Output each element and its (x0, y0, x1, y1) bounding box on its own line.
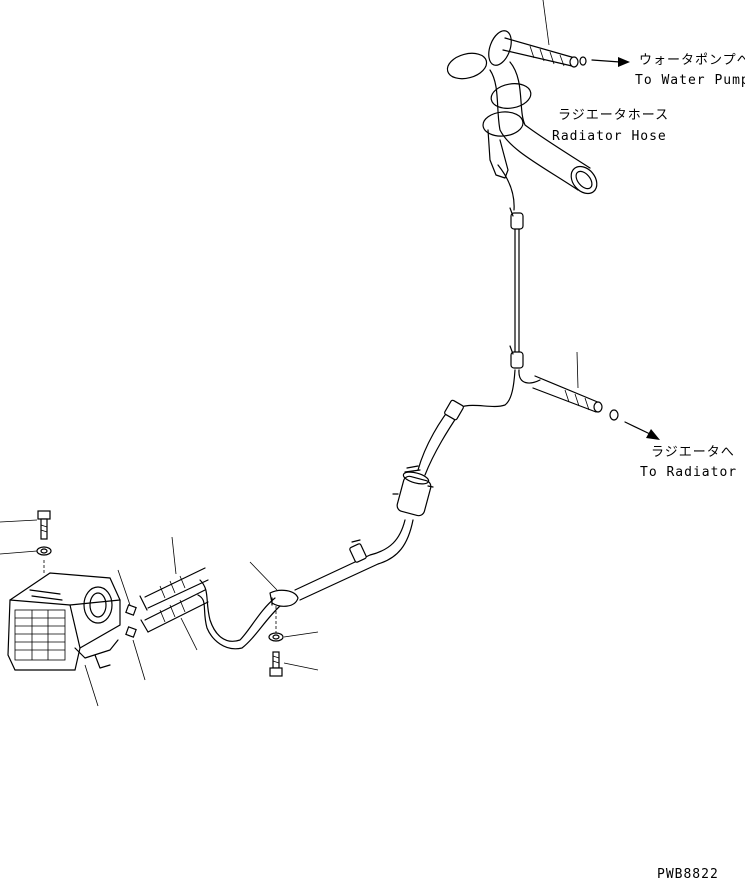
label-radiator-en: To Radiator (640, 465, 738, 480)
heater-unit (7, 569, 146, 707)
right-bolt (268, 606, 319, 677)
label-water-pump-jp: ウォータポンプへ (639, 53, 745, 68)
heater-hoses (139, 536, 281, 651)
label-radiator-hose-jp: ラジエータホース (558, 108, 670, 123)
drawing-number: PWB8822 (657, 867, 719, 882)
label-radiator-jp: ラジエータへ (651, 445, 735, 460)
water-pump-arrow (591, 57, 630, 67)
left-bolt (0, 510, 52, 575)
label-radiator-hose-en: Radiator Hose (552, 129, 667, 144)
radiator-arrow (624, 421, 660, 440)
radiator-branch (454, 351, 619, 421)
label-water-pump-en: To Water Pump (635, 73, 745, 88)
radiator-hose-assembly (446, 0, 598, 211)
vertical-tube (509, 207, 524, 369)
main-tube (249, 399, 464, 607)
